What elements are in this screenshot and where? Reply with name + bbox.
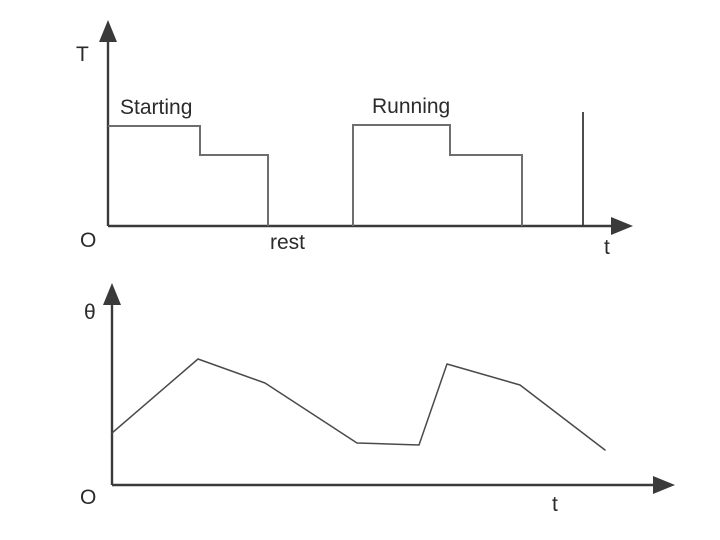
top-y-axis-label: T (76, 43, 89, 66)
running-label: Running (372, 95, 451, 118)
starting-step-block (108, 125, 269, 226)
top-chart-group (99, 20, 633, 235)
bottom-x-axis-label: t (552, 493, 558, 516)
starting-label: Starting (120, 96, 193, 119)
bottom-y-axis-arrowhead (103, 283, 121, 305)
top-x-axis-label: t (604, 236, 610, 259)
rest-label: rest (270, 231, 306, 254)
top-origin-label: O (80, 229, 97, 252)
bottom-chart-group (103, 283, 675, 494)
bottom-x-axis-arrowhead (653, 476, 675, 494)
bottom-y-axis-label: θ (84, 301, 96, 324)
top-y-axis-arrowhead (99, 20, 117, 42)
top-x-axis-arrowhead (611, 217, 633, 235)
temperature-rise-curve (111, 358, 606, 451)
bottom-origin-label: O (80, 486, 97, 509)
running-step-block (352, 124, 523, 226)
